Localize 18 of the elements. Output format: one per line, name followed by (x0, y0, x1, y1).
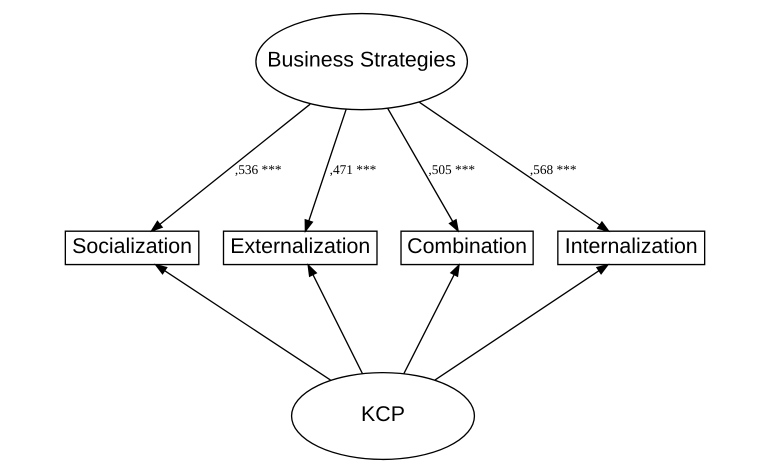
arrow (434, 264, 610, 381)
node-ellipse: Business Strategies (254, 12, 468, 110)
edge-label: ,505 *** (428, 162, 475, 177)
arrow (149, 104, 310, 232)
arrow (402, 263, 460, 374)
arrow (304, 109, 346, 233)
arrow (418, 102, 610, 232)
arrow (154, 264, 330, 381)
node-box: Internalization (556, 230, 705, 266)
edge-label: ,471 *** (329, 162, 376, 177)
arrow (386, 108, 459, 233)
edge-label: ,568 *** (529, 162, 576, 177)
edge-label: ,536 *** (234, 162, 282, 177)
arrow (306, 263, 363, 374)
node-box: Socialization (64, 230, 199, 266)
node-ellipse: KCP (290, 372, 475, 460)
node-box: Combination (400, 230, 534, 266)
node-box: Externalization (222, 230, 378, 266)
